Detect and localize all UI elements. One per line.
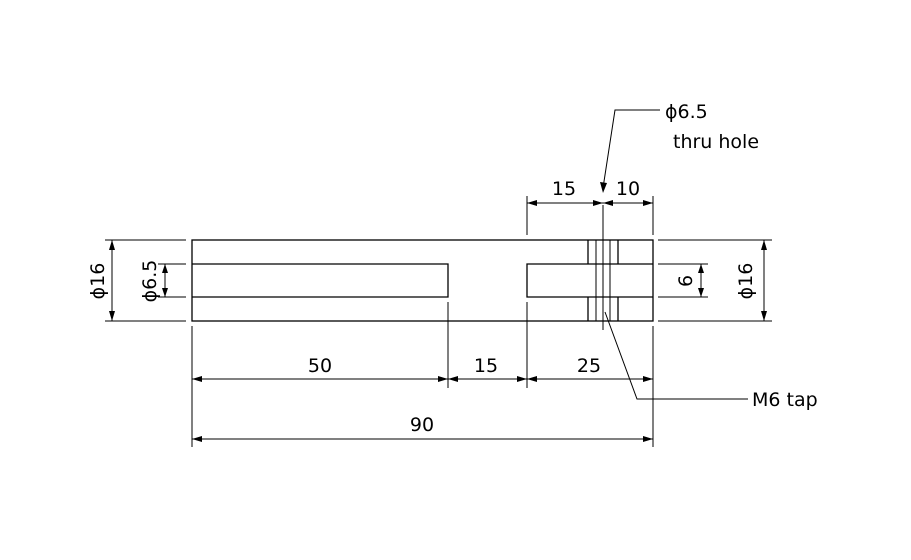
part-outline <box>191 205 654 330</box>
total-length-90: 90 <box>410 414 434 436</box>
bottom-dims: 50 15 25 90 <box>191 302 654 447</box>
left-diameter-dims: ϕ16 ϕ6.5 <box>87 239 186 322</box>
thru-hole-note-diameter: ϕ6.5 <box>665 101 708 123</box>
right-outer-diameter-label: ϕ16 <box>735 263 757 300</box>
left-outer-diameter-label: ϕ16 <box>87 263 109 300</box>
bottom-dim-25: 25 <box>577 355 601 377</box>
tap-note: M6 tap <box>752 389 818 411</box>
top-dim-10: 10 <box>616 178 640 200</box>
top-dim-15: 15 <box>552 178 576 200</box>
bottom-dim-50: 50 <box>308 355 332 377</box>
right-tap-size-label: 6 <box>675 275 697 287</box>
right-diameter-dims: ϕ16 6 <box>658 239 772 322</box>
top-dims: 15 10 <box>526 178 654 235</box>
left-inner-diameter-label: ϕ6.5 <box>139 260 161 303</box>
bottom-dim-15: 15 <box>474 355 498 377</box>
thru-hole-note-text: thru hole <box>673 131 759 153</box>
notes: ϕ6.5 thru hole M6 tap <box>600 101 818 411</box>
